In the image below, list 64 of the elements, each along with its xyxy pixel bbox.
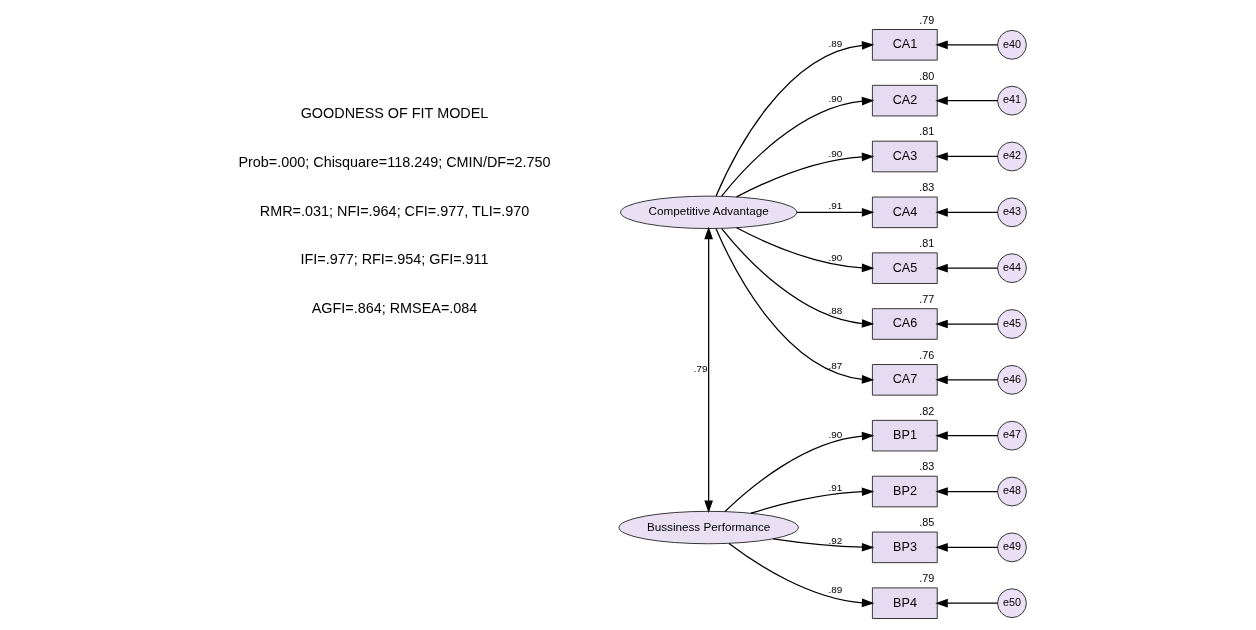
label: GOODNESS OF FIT MODEL bbox=[300, 105, 488, 122]
label: AGFI=.864; RMSEA=.084 bbox=[311, 300, 477, 317]
arrow bbox=[934, 207, 998, 217]
node-ellipse: Competitive Advantage bbox=[619, 195, 797, 229]
edge-label: .90 bbox=[828, 429, 842, 441]
arrow bbox=[720, 227, 874, 328]
arrow bbox=[735, 152, 874, 198]
edge-label: .90 bbox=[828, 251, 842, 263]
arrow bbox=[934, 152, 998, 161]
label: RMR=.031; NFI=.964; CFI=.977, TLI=.970 bbox=[259, 202, 529, 219]
arrow bbox=[934, 487, 998, 496]
arrow bbox=[772, 538, 874, 552]
node-label: .81 bbox=[918, 237, 934, 250]
node-label: .83 bbox=[918, 181, 934, 194]
node-label: .82 bbox=[918, 404, 934, 417]
arrow bbox=[727, 542, 874, 608]
node-circle: e43 bbox=[996, 197, 1027, 228]
node-label: .85 bbox=[918, 516, 934, 529]
node-label: .80 bbox=[918, 69, 934, 82]
node-circle: e47 bbox=[996, 420, 1027, 451]
label: IFI=.977; RFI=.954; GFI=.911 bbox=[299, 251, 489, 268]
node-label: .76 bbox=[918, 348, 934, 361]
node-label: .79 bbox=[918, 13, 934, 26]
edge-label: .91 bbox=[828, 200, 842, 212]
node-label: .79 bbox=[918, 572, 934, 585]
node-label: .81 bbox=[918, 125, 934, 138]
node-circle: e40 bbox=[996, 29, 1027, 60]
label: Prob=.000; Chisquare=118.249; CMIN/DF=2.750 bbox=[237, 154, 551, 171]
edge-label: .79 bbox=[693, 363, 707, 375]
arrow bbox=[723, 431, 874, 513]
arrow bbox=[749, 487, 874, 514]
arrow bbox=[703, 226, 713, 513]
arrow bbox=[934, 40, 998, 50]
arrow bbox=[714, 228, 874, 384]
arrow bbox=[795, 207, 874, 217]
edge-label: .89 bbox=[828, 584, 842, 596]
arrow bbox=[934, 598, 998, 608]
edge-label: .90 bbox=[828, 93, 842, 105]
arrow bbox=[934, 96, 998, 105]
edge-label: .91 bbox=[828, 482, 842, 494]
arrow bbox=[714, 41, 874, 197]
node-circle: e41 bbox=[996, 85, 1027, 116]
arrow bbox=[934, 375, 998, 385]
node-circle: e50 bbox=[996, 588, 1027, 619]
edge-label: .89 bbox=[828, 38, 842, 50]
arrow bbox=[934, 319, 998, 329]
node-label: .77 bbox=[918, 292, 934, 305]
arrow bbox=[720, 96, 874, 197]
edge-label: .88 bbox=[828, 304, 842, 316]
arrow bbox=[735, 227, 874, 273]
node-circle: e48 bbox=[996, 476, 1027, 507]
arrow bbox=[934, 263, 998, 273]
node-circle: e45 bbox=[996, 309, 1027, 339]
arrow bbox=[934, 543, 998, 552]
edge-label: .92 bbox=[828, 534, 842, 546]
node-circle: e42 bbox=[996, 141, 1027, 172]
node-label: .83 bbox=[918, 460, 934, 473]
node-circle: e44 bbox=[996, 253, 1027, 284]
edge-label: .87 bbox=[828, 359, 842, 371]
arrow bbox=[934, 431, 998, 441]
node-ellipse: Bussiness Performance bbox=[618, 510, 799, 545]
node-circle: e49 bbox=[996, 532, 1027, 563]
edge-label: .90 bbox=[828, 148, 842, 160]
node-circle: e46 bbox=[996, 365, 1027, 395]
